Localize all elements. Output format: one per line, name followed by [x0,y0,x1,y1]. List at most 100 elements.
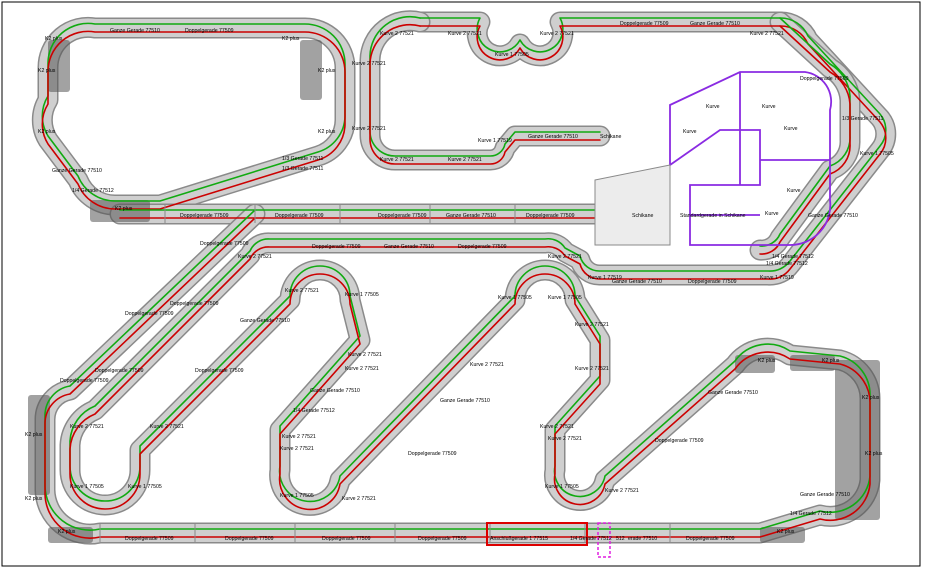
piece-label-kurve2: Kurve 2 77521 [352,126,386,132]
piece-label-viertel: 1/4 Gerade 77512 [766,261,808,267]
piece-label-ganze: Ganze Gerade 77510 [612,279,662,285]
piece-label-doppel: Doppelgerade 77509 [180,213,229,219]
piece-label-kurve1: Kurve 1 77505 [345,292,379,298]
piece-label-kurve2: Kurve 2 77521 [750,31,784,37]
piece-label-kurve2: Kurve 2 77521 [342,496,376,502]
k2-curb-7 [48,527,93,543]
piece-label-doppel: Doppelgerade 77509 [275,213,324,219]
piece-label-doppel: Doppelgerade 77509 [195,368,244,374]
piece-label-k2: K2 plus [862,395,880,401]
piece-label-k2: K2 plus [865,451,883,457]
piece-label-kurve2: Kurve 2 77521 [605,488,639,494]
upper-loop-lane-green [44,17,887,531]
piece-label-kurve2: Kurve 2 77521 [548,254,582,260]
piece-label-ganze: Ganze Gerade 77510 [800,492,850,498]
k2-curbs [28,40,880,543]
piece-label-doppel: Doppelgerade 77509 [125,311,174,317]
piece-label-kurve2: Kurve 2 77521 [470,362,504,368]
piece-label-kurve: Kurve [683,129,697,135]
piece-label-ganze_1: Ganze Gerade 77510 [110,28,160,34]
piece-label-pink: 1/4 Gerade 77512 [570,536,612,542]
piece-label-kurve2: Kurve 2 77521 [280,446,314,452]
piece-label-doppel: Doppelgerade 77509 [688,279,737,285]
k2-curb-5 [790,355,835,371]
piece-label-viertel: 1/4 Gerade 77512 [293,408,335,414]
schikane-outline [669,71,833,246]
piece-label-k2: K2 plus [777,529,795,535]
piece-label-kurve: Kurve [762,104,776,110]
piece-label-doppel: Doppelgerade 77509 [125,536,174,542]
piece-label-kurve1: Kurve 1 77505 [280,493,314,499]
piece-label-doppel: Doppelgerade 77509 [620,21,669,27]
piece-label-ganze: Ganze Gerade 77510 [528,134,578,140]
upper-loop-lane-red [44,25,887,539]
piece-label-k1_519: Kurve 1 77519 [760,275,794,281]
piece-label-k2: K2 plus [58,529,76,535]
piece-label-doppel: Doppelgerade 77509 [458,244,507,250]
k2-curb-6 [760,527,805,543]
piece-label-kurve2: Kurve 2 77521 [540,424,574,430]
piece-label-doppel: Doppelgerade 77509 [95,368,144,374]
piece-label-ganze: Ganze Gerade 77510 [808,213,858,219]
piece-label-halb: 1/3 Gerade 77511 [282,156,324,162]
piece-label-doppel: Doppelgerade 77509 [686,536,735,542]
right-sweep-lane-red [759,25,851,255]
piece-label-kurve2: Kurve 2 77521 [238,254,272,260]
piece-label-doppel: Doppelgerade 77509 [408,451,457,457]
piece-label-k2: K2 plus [318,129,336,135]
piece-label-ganze: Ganze Gerade 77510 [310,388,360,394]
anschluss-highlight [486,522,588,546]
right-sweep-lane-green [759,17,851,247]
piece-label-kurve2: Kurve 2 77521 [352,61,386,67]
k2-curb-8 [90,200,150,222]
piece-label-ganze: Ganze Gerade 77510 [708,390,758,396]
piece-label-kurve2: Kurve 2 77521 [540,31,574,37]
k2-curb-2 [28,395,50,495]
piece-label-doppel: Doppelgerade 77509 [312,244,361,250]
piece-label-k2: K2 plus [25,432,43,438]
schikane-area [594,71,833,246]
piece-label-k2: K2 plus [318,68,336,74]
piece-label-doppel: Doppelgerade 77509 [418,536,467,542]
piece-label-doppel: Doppelgerade 77509 [225,536,274,542]
piece-label-kurve2: Kurve 2 77521 [575,366,609,372]
top-infield-lane-red [369,23,601,165]
piece-label-kurve2: Kurve 2 77521 [448,31,482,37]
oval-loop-lane-green [41,22,346,202]
piece-label-viertel: 1/4 Gerade 77512 [790,511,832,517]
piece-label-kurve: Kurve [787,188,801,194]
piece-label-doppel: Doppelgerade 77509 [200,241,249,247]
piece-label-kurve2: Kurve 2 77521 [380,157,414,163]
piece-label-pink_x: 512 [616,536,625,542]
piece-label-ganze: Ganze Gerade 77510 [446,213,496,219]
piece-label-kurve: Kurve [706,104,720,110]
piece-label-k2: K2 plus [822,358,840,364]
piece-label-kurve2: Kurve 2 77521 [575,322,609,328]
piece-label-kurve2: Kurve 2 77521 [70,424,104,430]
top-infield-road [361,11,609,169]
piece-label-halb: 1/3 Gerade 77511 [842,116,884,122]
track-lanes [41,15,887,539]
piece-label-k2: K2 plus [38,68,56,74]
piece-label-pink_short: erade 77510 [628,536,657,542]
top-infield-lane-green [369,15,601,157]
piece-label-doppel: Doppelgerade 77509 [60,378,109,384]
piece-label-kurve1: Kurve 1 77505 [128,484,162,490]
piece-label-kurve1: Kurve 1 77505 [545,484,579,490]
piece-label-doppel_1: Doppelgerade 77509 [185,28,234,34]
piece-label-k2: K2 plus [38,129,56,135]
piece-label-ganze: Ganze Gerade 77510 [440,398,490,404]
piece-label-kurve2: Kurve 2 77521 [285,288,319,294]
piece-label-viertel: 1/4 Gerade 77512 [72,188,114,194]
k2-curb-0 [48,40,70,92]
piece-label-kurve: Kurve [765,211,779,217]
oval-loop-lane-red [41,30,346,210]
piece-label-ganze: Ganze Gerade 77510 [52,168,102,174]
piece-label-schikane: Schikane [632,213,653,219]
piece-label-kurve2: Kurve 2 77521 [348,352,382,358]
pink-marker [597,522,611,558]
piece-label-kurve1: Kurve 1 77505 [548,295,582,301]
piece-label-doppel: Doppelgerade 77509 [378,213,427,219]
